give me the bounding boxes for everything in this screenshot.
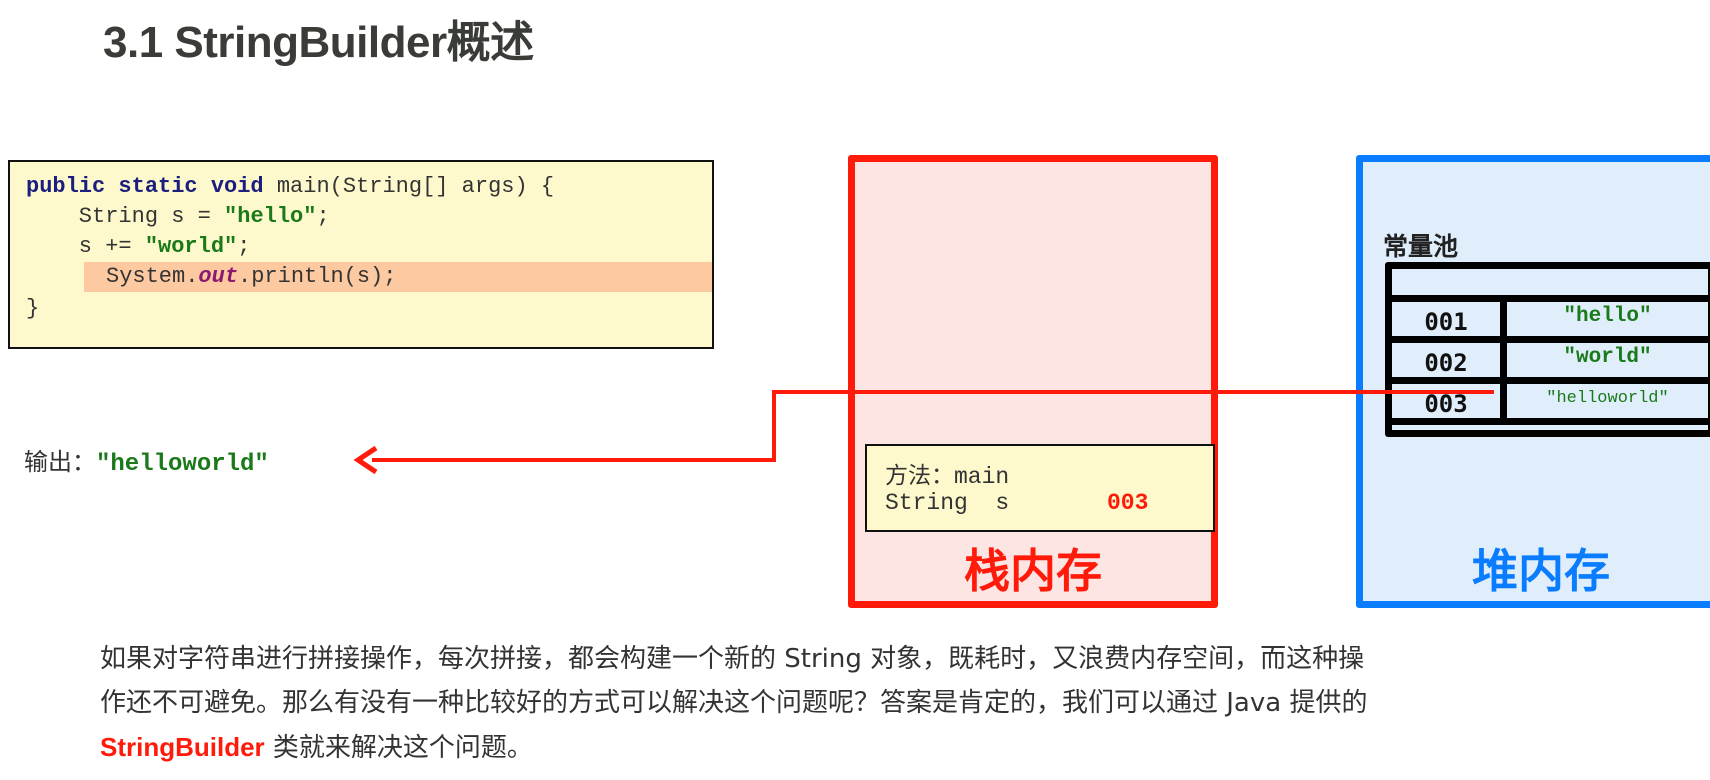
page-title: 3.1 StringBuilder概述 (103, 18, 534, 67)
code-string: "hello" (224, 204, 317, 229)
paragraph-line-3-rest: 类就来解决这个问题。 (264, 733, 533, 763)
code-line-5: } (26, 296, 40, 321)
code-line-3: s += "world"; (26, 232, 712, 262)
stringbuilder-highlight: StringBuilder (100, 732, 265, 762)
output-value: "helloworld" (96, 451, 269, 478)
code-text: ; (316, 204, 330, 229)
code-block: public static void main(String[] args) {… (8, 160, 714, 349)
variable-address: 003 (1107, 490, 1149, 516)
code-text: .println(s); (238, 264, 397, 289)
code-text: String s = (26, 204, 225, 229)
output-label: 输出： (24, 448, 96, 476)
heap-memory-label: 堆内存 (1472, 544, 1610, 598)
pool-address: 001 (1392, 302, 1507, 336)
code-text: ; (237, 234, 251, 259)
pool-row: 002 "world" (1392, 336, 1708, 377)
code-keywords: public static void (26, 174, 264, 199)
pool-address: 003 (1392, 384, 1507, 418)
constant-pool-label: 常量池 (1383, 232, 1459, 261)
pool-row-empty (1392, 418, 1708, 437)
pool-row: 003 "helloworld" (1392, 377, 1708, 418)
code-line-1: public static void main(String[] args) { (26, 172, 712, 202)
constant-pool-table: 001 "hello" 002 "world" 003 "helloworld" (1385, 262, 1710, 437)
code-field: out (198, 264, 239, 289)
code-text: main(String[] args) { (263, 174, 555, 199)
code-text: s += (26, 234, 145, 259)
pool-row: 001 "hello" (1392, 295, 1708, 336)
method-frame: 方法：main String s 003 (865, 444, 1215, 532)
method-label: 方法：main (885, 464, 1010, 490)
code-string: "world" (144, 234, 238, 259)
pool-address: 002 (1392, 343, 1507, 377)
paragraph-line-3: StringBuilder 类就来解决这个问题。 (100, 725, 1500, 770)
code-text: System. (106, 264, 199, 289)
code-line-4-highlighted: System.out.println(s); (84, 262, 712, 292)
stack-memory-label: 栈内存 (964, 544, 1102, 598)
code-line-2: String s = "hello"; (26, 202, 712, 232)
paragraph-line-2: 作还不可避免。那么有没有一种比较好的方式可以解决这个问题呢？答案是肯定的，我们可… (100, 688, 1368, 718)
pool-value: "helloworld" (1546, 389, 1669, 408)
paragraph-line-1: 如果对字符串进行拼接操作，每次拼接，都会构建一个新的 String 对象，既耗时… (100, 644, 1365, 674)
pool-value: "world" (1563, 346, 1652, 369)
output-line: 输出："helloworld" (24, 442, 269, 478)
heap-memory-box: 常量池 001 "hello" 002 "world" 003 "hellowo… (1356, 155, 1710, 608)
pool-value: "hello" (1563, 305, 1652, 328)
description-paragraph: 如果对字符串进行拼接操作，每次拼接，都会构建一个新的 String 对象，既耗时… (100, 637, 1500, 770)
stack-memory-box: 方法：main String s 003 栈内存 (848, 155, 1218, 608)
variable-decl: String s (885, 490, 1010, 516)
